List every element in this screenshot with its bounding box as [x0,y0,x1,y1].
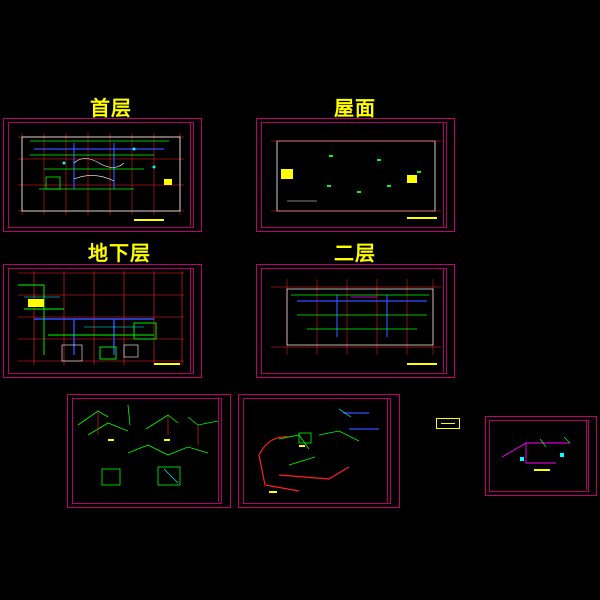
system-diagram-1 [77,404,219,486]
first-floor-plan [18,133,184,221]
legend-box [436,418,460,429]
title-first-floor: 首层 [90,96,132,120]
detail-diagram [501,436,571,471]
title-second-floor: 二层 [334,241,376,265]
sheet-first-floor [3,118,202,232]
title-roof: 屋面 [334,96,376,120]
sheet-detail [485,416,597,496]
system-diagram-2 [258,408,379,493]
basement-plan [18,271,184,365]
title-basement: 地下层 [88,241,151,265]
sheet-second-floor [256,264,455,378]
sheet-roof [256,118,455,232]
second-floor-plan [271,279,441,365]
sheet-system-diagram-1 [67,394,231,508]
sheet-system-diagram-2 [238,394,400,508]
roof-plan [271,140,441,219]
sheet-basement [3,264,202,378]
